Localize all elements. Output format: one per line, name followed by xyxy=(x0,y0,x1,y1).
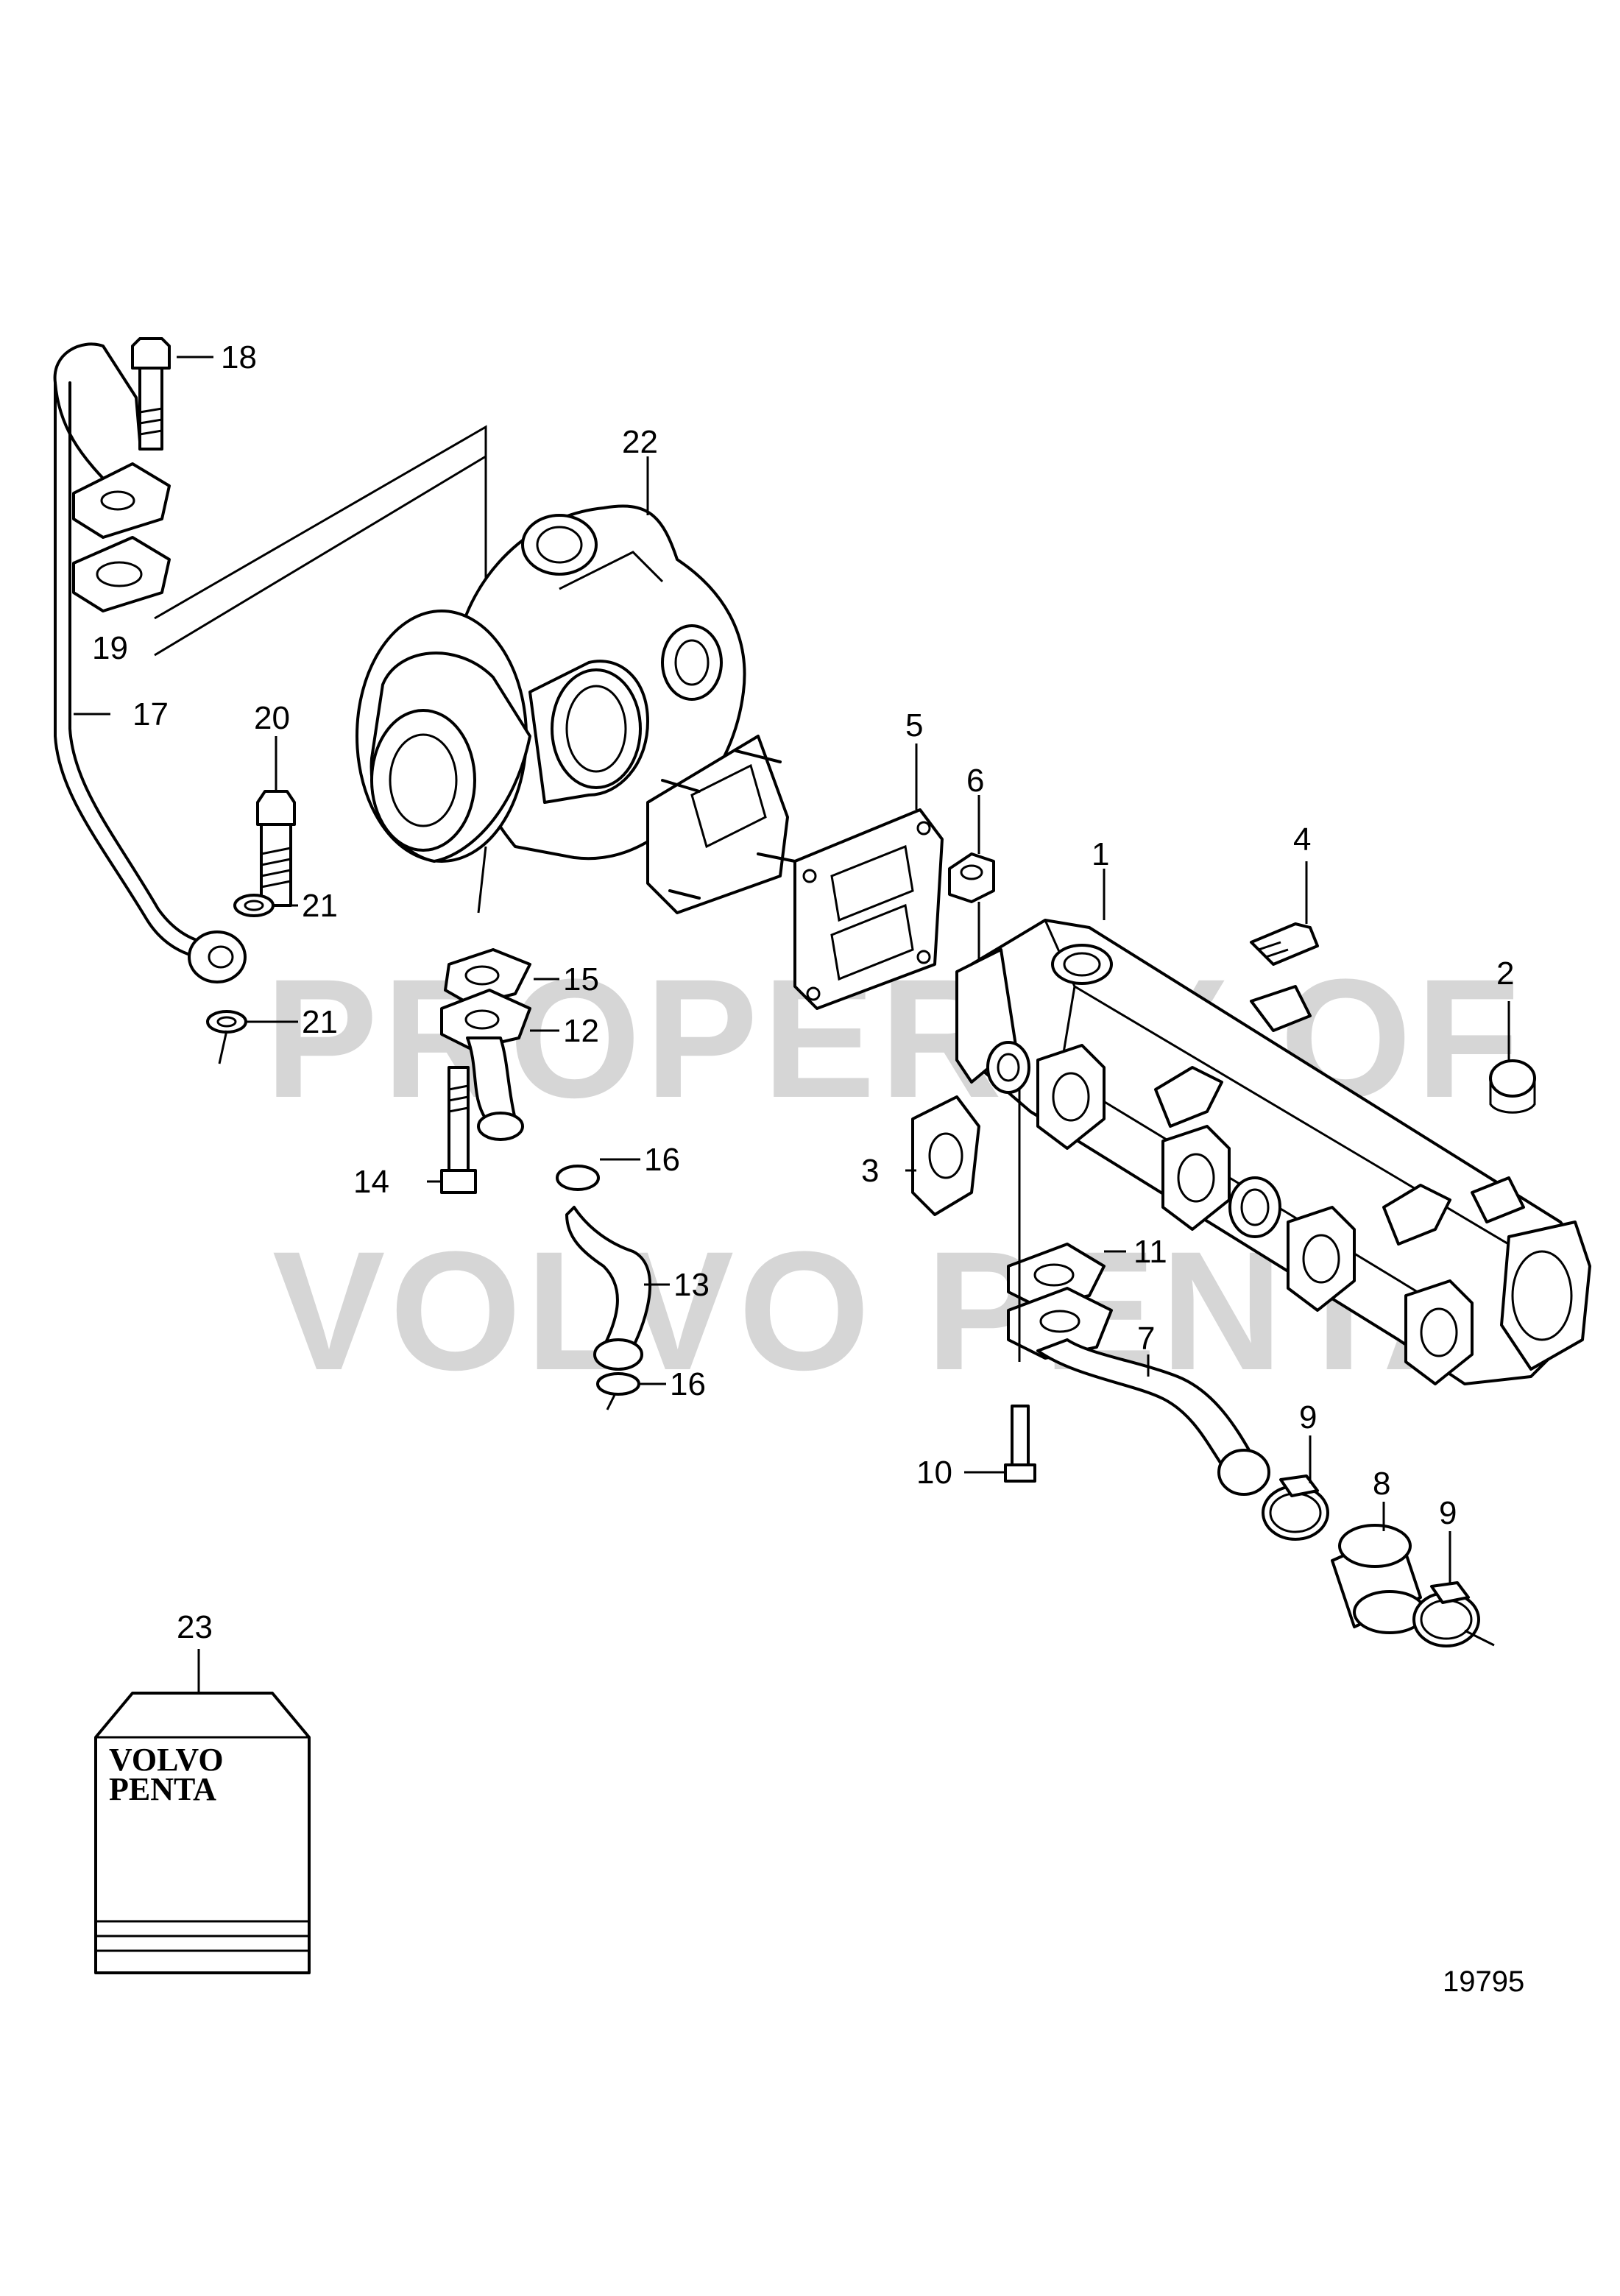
gasket-11 xyxy=(1007,1243,1106,1308)
exhaust-manifold-1 xyxy=(955,919,1591,1385)
callout-17: 17 xyxy=(132,696,169,732)
flange-12 xyxy=(440,989,531,1050)
figure-number: 19795 xyxy=(1443,1965,1524,1998)
oil-pipe-17 xyxy=(54,381,215,962)
hose-clamp-9-right xyxy=(1412,1581,1480,1647)
volvo-logo-line-1: VOLVO xyxy=(109,1742,224,1778)
washer-21-upper xyxy=(233,894,275,917)
turbocharger-22 xyxy=(356,504,746,914)
callout-2: 2 xyxy=(1496,956,1514,992)
oil-pipe-top-bend xyxy=(53,342,141,487)
banjo-fitting xyxy=(188,930,247,983)
pipe-7-flange xyxy=(1007,1287,1113,1360)
bolt-18 xyxy=(131,337,171,451)
bolt-4 xyxy=(1250,922,1319,966)
callout-18: 18 xyxy=(221,339,257,375)
callout-22: 22 xyxy=(622,424,658,460)
o-ring-16-lower xyxy=(596,1372,640,1396)
callout-12: 12 xyxy=(563,1013,599,1049)
callout-7: 7 xyxy=(1137,1321,1155,1357)
volvo-logo-line-2: PENTA xyxy=(109,1771,216,1807)
callout-3: 3 xyxy=(861,1153,879,1189)
callout-23: 23 xyxy=(177,1609,213,1645)
callout-15: 15 xyxy=(563,961,599,997)
turbo-flange-gasket xyxy=(646,735,796,914)
callout-19: 19 xyxy=(92,630,128,666)
callout-leaders xyxy=(74,356,1510,1693)
callout-6: 6 xyxy=(966,763,984,799)
callout-10: 10 xyxy=(916,1455,952,1491)
callout-11: 11 xyxy=(1133,1234,1167,1270)
gasket-15 xyxy=(444,948,531,1006)
callout-1: 1 xyxy=(1092,836,1109,872)
callout-20: 20 xyxy=(254,700,290,736)
callout-8: 8 xyxy=(1373,1466,1390,1502)
callout-21-upper: 21 xyxy=(302,888,338,924)
callout-labels: 1 2 3 4 5 6 7 8 9 9 10 11 12 13 14 15 16… xyxy=(92,339,1514,1645)
callout-14: 14 xyxy=(353,1164,389,1200)
callout-4: 4 xyxy=(1293,822,1311,858)
o-ring-16-upper xyxy=(556,1165,600,1191)
oil-pipe-assembly xyxy=(53,342,247,983)
washer-21-lower xyxy=(206,1010,247,1034)
callout-5: 5 xyxy=(905,707,923,743)
bolt-10 xyxy=(1004,1405,1036,1483)
plug-2 xyxy=(1489,1059,1536,1098)
banjo-bolt-20 xyxy=(256,790,296,907)
gasket-3 xyxy=(911,1095,980,1216)
callout-9-right: 9 xyxy=(1439,1495,1457,1531)
callout-16-upper: 16 xyxy=(644,1142,680,1178)
gasket-kit-23: VOLVO PENTA xyxy=(94,1692,311,1974)
callout-21-lower: 21 xyxy=(302,1004,338,1040)
hose-8 xyxy=(1331,1524,1426,1634)
gasket-19 xyxy=(72,536,171,612)
bolt-14 xyxy=(440,1066,477,1194)
hose-clamp-9-left xyxy=(1262,1474,1329,1541)
pipe-flange xyxy=(72,462,171,539)
gasket-5 xyxy=(793,808,944,1010)
callout-9-left: 9 xyxy=(1299,1399,1317,1435)
callout-16-lower: 16 xyxy=(670,1366,706,1402)
callout-13: 13 xyxy=(673,1267,710,1303)
